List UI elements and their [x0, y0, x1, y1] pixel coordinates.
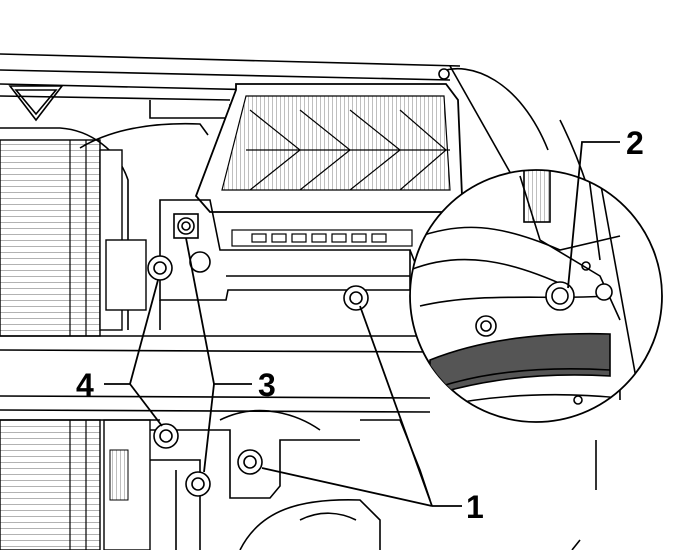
bolt-4-lower [153, 423, 179, 449]
callout-label-3: 3 [258, 367, 276, 403]
bolt-1-upper [343, 285, 369, 311]
bolt-3-lower [185, 471, 211, 497]
top-frame-rail [0, 53, 461, 101]
radiator-core-lower [0, 419, 151, 550]
callout-label-1: 1 [466, 489, 484, 525]
callout-label-4: 4 [76, 367, 94, 403]
callout-label-2: 2 [626, 125, 644, 161]
cross-member [0, 335, 441, 421]
filter-housing [194, 83, 463, 213]
detail-view [409, 169, 663, 423]
triangle-marker [8, 85, 64, 122]
bolt-1-lower [237, 449, 263, 475]
radiator-core-upper [0, 139, 147, 337]
bolt-4-upper [147, 255, 173, 281]
leader-lines [104, 141, 620, 507]
bolt-3-upper [173, 213, 199, 239]
bolt-extra [189, 251, 211, 273]
vent-slots [231, 229, 413, 247]
